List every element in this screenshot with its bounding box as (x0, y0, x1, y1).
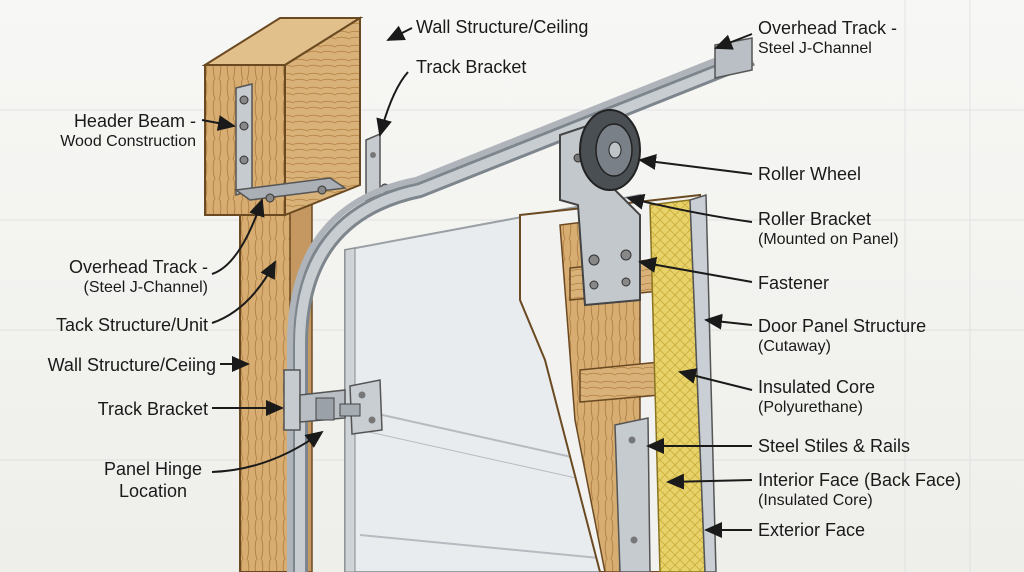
arrow-wall-structure-top (386, 25, 413, 41)
arrow-tack-structure (211, 260, 276, 324)
arrow-roller-bracket (626, 193, 753, 223)
arrow-overhead-track-left (211, 198, 265, 275)
label-header-beam-title: Header Beam - (73, 111, 196, 131)
arrow-insulated-core (678, 368, 753, 391)
arrow-header-beam (201, 115, 236, 131)
label-header-beam: Header Beam - Wood Construction (10, 110, 196, 151)
wall-track-bracket (283, 369, 346, 431)
label-overhead-track-top-title: Overhead Track - (758, 18, 898, 38)
label-wall-structure-top: Wall Structure/Ceiling (416, 17, 589, 37)
label-door-panel-structure-title: Door Panel Structure (758, 316, 927, 336)
label-interior-face: Interior Face (Back Face) (Insulated Cor… (758, 469, 961, 510)
label-roller-bracket-sub: (Mounted on Panel) (758, 231, 899, 248)
header-l-bracket (234, 83, 348, 203)
label-interior-face-sub: (Insulated Core) (758, 492, 873, 509)
arrow-track-bracket-top (376, 71, 409, 137)
label-track-bracket-left: Track Bracket (97, 399, 208, 419)
label-track-bracket-top: Track Bracket (416, 57, 527, 77)
label-insulated-core-sub: (Polyurethane) (758, 399, 863, 416)
label-overhead-track-left-title: Overhead Track - (68, 257, 208, 277)
label-insulated-core: Insulated Core (Polyurethane) (758, 376, 875, 417)
roller-wheel-icon (579, 109, 641, 191)
label-panel-hinge: Panel Hinge Location (98, 458, 208, 502)
label-roller-bracket: Roller Bracket (Mounted on Panel) (758, 208, 899, 249)
label-overhead-track-top-sub: Steel J-Channel (758, 40, 872, 57)
roller-bracket (559, 118, 641, 307)
arrow-interior-face (666, 473, 753, 490)
arrow-fastener (638, 256, 753, 283)
label-header-beam-sub: Wood Construction (60, 133, 196, 150)
arrow-door-panel-structure (704, 313, 753, 330)
label-fastener: Fastener (758, 273, 830, 293)
label-overhead-track-left: Overhead Track - (Steel J-Channel) (10, 256, 208, 297)
arrow-panel-hinge (211, 430, 324, 473)
label-overhead-track-top: Overhead Track - Steel J-Channel (758, 17, 897, 58)
arrow-overhead-track-top (714, 33, 753, 50)
label-door-panel-structure-sub: (Cutaway) (758, 338, 831, 355)
label-roller-wheel: Roller Wheel (758, 164, 862, 184)
overhead-track (287, 37, 755, 572)
panel-hinge (339, 379, 383, 435)
label-panel-hinge-title: Panel Hinge (103, 459, 203, 479)
label-door-panel-structure: Door Panel Structure (Cutaway) (758, 315, 926, 356)
label-interior-face-title: Interior Face (Back Face) (758, 470, 962, 490)
label-overhead-track-left-sub: (Steel J-Channel) (83, 279, 209, 296)
label-insulated-core-title: Insulated Core (758, 377, 876, 397)
label-steel-stiles-rails: Steel Stiles & Rails (758, 436, 911, 456)
label-exterior-face: Exterior Face (758, 520, 866, 540)
leader-lines (201, 25, 753, 538)
label-roller-bracket-title: Roller Bracket (758, 209, 872, 229)
label-wall-structure-left: Wall Structure/Ceiing (47, 355, 216, 375)
arrow-roller-wheel (638, 154, 753, 175)
label-panel-hinge-sub: Location (118, 481, 188, 501)
label-tack-structure: Tack Structure/Unit (55, 315, 208, 335)
